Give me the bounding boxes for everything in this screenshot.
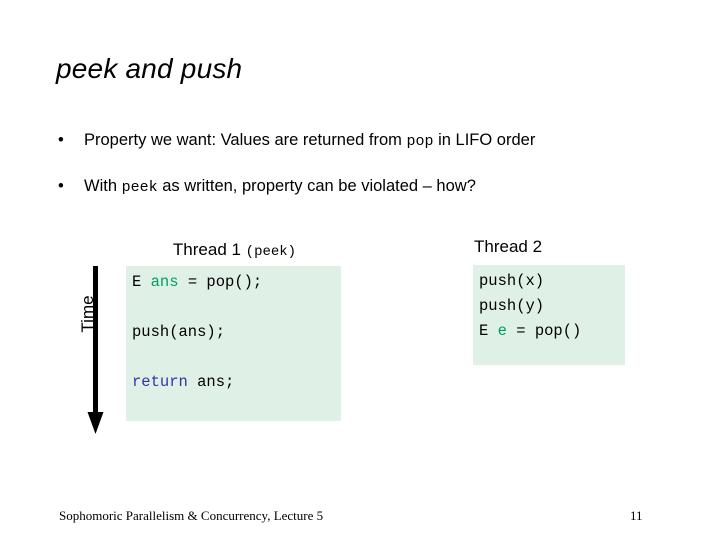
bullet-item-1: • Property we want: Values are returned f…: [58, 130, 535, 152]
code-token: = pop(): [506, 322, 582, 340]
code-line: push(ans);: [132, 320, 341, 345]
bullet-2-code-peek: peek: [121, 179, 158, 196]
thread-1-label-main: Thread 1: [172, 240, 246, 259]
bullet-1-part-1: Property we want: Values are returned fr…: [84, 131, 407, 149]
code-token: push(ans);: [132, 323, 226, 341]
code-token: ans;: [187, 373, 235, 391]
thread-1-code-box: E ans = pop(); push(ans); return ans;: [126, 266, 341, 421]
code-line: push(x): [479, 269, 625, 294]
code-line-blank: [132, 295, 341, 320]
code-token: E: [132, 273, 151, 291]
code-token: = pop();: [178, 273, 263, 291]
code-token: push(y): [479, 297, 545, 315]
bullet-marker-1: •: [58, 131, 64, 149]
thread-1-label: Thread 1 (peek): [127, 240, 342, 260]
code-token-keyword: return: [132, 373, 188, 391]
bullet-item-2: • With peek as written, property can be v…: [58, 176, 476, 198]
bullet-marker-2: •: [58, 177, 64, 195]
code-line: E e = pop(): [479, 319, 625, 344]
footer-text: Sophomoric Parallelism & Concurrency, Le…: [59, 508, 324, 523]
thread-1-label-mono: (peek): [245, 244, 297, 260]
code-token: E: [479, 322, 498, 340]
bullet-1-code-pop: pop: [406, 133, 434, 150]
time-arrow-icon: [87, 266, 104, 434]
thread-2-code-box: push(x) push(y) E e = pop(): [473, 265, 625, 365]
code-token-variable: e: [497, 322, 507, 340]
code-token: push(x): [479, 272, 545, 290]
footer-page-number: 11: [630, 508, 643, 523]
thread-2-label-main: Thread 2: [474, 237, 543, 256]
code-line: return ans;: [132, 370, 341, 395]
code-line: push(y): [479, 294, 625, 319]
bullet-2-part-3: as written, property can be violated – h…: [157, 177, 476, 195]
thread-2-label: Thread 2: [474, 237, 542, 257]
page-title: peek and push: [56, 53, 243, 84]
bullet-1-part-3: in LIFO order: [433, 131, 536, 149]
code-token-variable: ans: [150, 273, 179, 291]
code-line-blank: [132, 345, 341, 370]
code-line: E ans = pop();: [132, 270, 341, 295]
bullet-2-part-1: With: [84, 177, 122, 195]
